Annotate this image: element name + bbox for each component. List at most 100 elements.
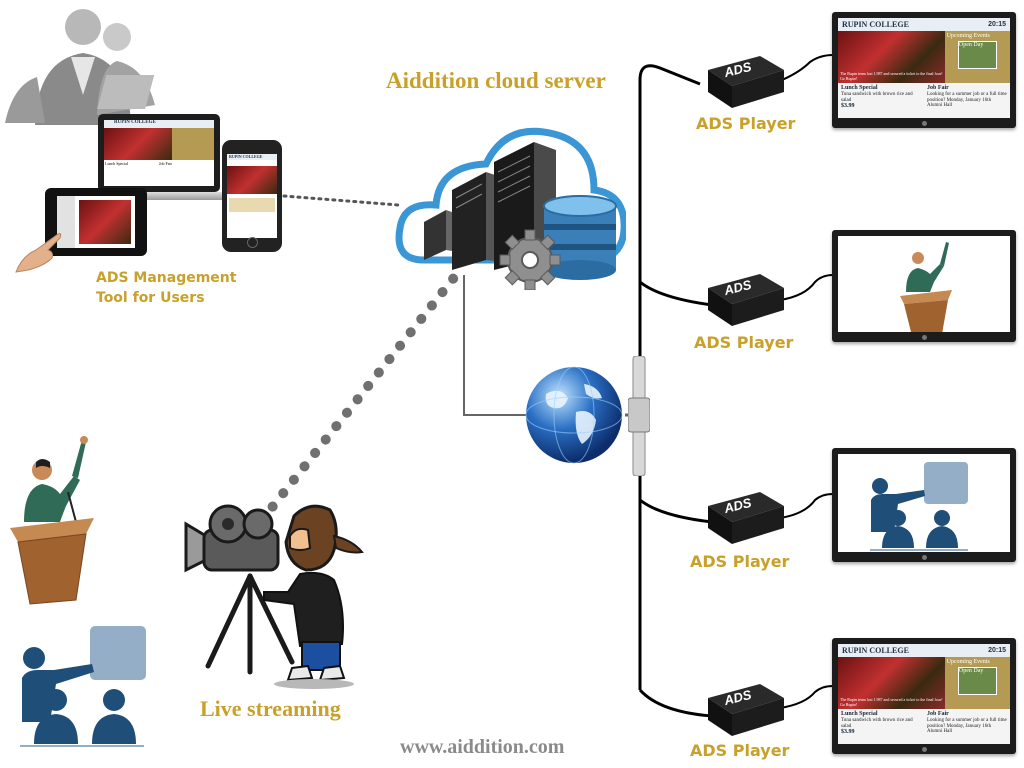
digital-signage-tv-3 <box>832 448 1016 562</box>
tablet-photo <box>79 200 131 244</box>
signage-team-photo: The Rupin team lost 1.987 and secured a … <box>838 31 945 83</box>
tv-screen: RUPIN COLLEGE 20:15 The Rupin team lost … <box>838 644 1010 744</box>
pointing-hand-icon <box>15 233 62 273</box>
signage-lunch-price: $3.99 <box>841 103 855 110</box>
video-camera-icon <box>184 504 280 573</box>
tv-power-led <box>922 747 927 752</box>
server-globe-cable <box>463 275 528 416</box>
signage-college-title: RUPIN COLLEGE <box>842 646 909 655</box>
branch-player-3 <box>639 498 713 524</box>
laptop-job-title: Job Fair <box>159 161 172 166</box>
tablet-device <box>45 188 147 256</box>
tv-screen <box>838 454 1010 552</box>
management-tool-label: ADS Management Tool for Users <box>96 268 236 308</box>
signage-job-title: Job Fair <box>927 85 949 91</box>
laptop-device: RUPIN COLLEGE Lunch Special Job Fair <box>98 114 220 192</box>
ads-player-device-icon <box>708 56 784 108</box>
smartphone-food-panel <box>229 198 275 212</box>
laptop-events-panel <box>172 128 214 160</box>
ads-player-box-2: ADS <box>704 270 786 328</box>
management-tool-label-line1: ADS Management <box>96 270 237 286</box>
signage-upcoming-title: Upcoming Events <box>946 659 990 665</box>
tablet-sidebar <box>57 196 75 248</box>
smartphone-college-title: RUPIN COLLEGE <box>227 154 277 160</box>
signage-content: RUPIN COLLEGE 20:15 The Rupin team lost … <box>838 18 1010 118</box>
branch-player-4 <box>638 688 713 718</box>
digital-signage-tv-4: RUPIN COLLEGE 20:15 The Rupin team lost … <box>832 638 1016 754</box>
cameraman-icon <box>184 504 364 689</box>
gear-icon <box>499 229 561 290</box>
internet-globe-icon <box>525 366 623 464</box>
laptop-photo <box>104 128 173 160</box>
ads-player-box-1: ADS <box>704 52 786 110</box>
devices-cloud-dotted-link <box>282 194 400 207</box>
ads-player-device-icon <box>708 274 784 326</box>
player-tv-cable-1 <box>781 54 834 81</box>
ads-player-device-icon <box>708 684 784 736</box>
signage-job-text: Looking for a summer job or a full time … <box>927 717 1007 735</box>
ads-player-label-1: ADS Player <box>696 114 796 133</box>
management-tool-label-line2: Tool for Users <box>96 290 205 306</box>
tv-power-led <box>922 335 927 340</box>
tv-screen: RUPIN COLLEGE 20:15 The Rupin team lost … <box>838 18 1010 118</box>
laptop-lunch-title: Lunch Special <box>105 161 128 166</box>
signage-photo-caption: The Rupin team lost 1.987 and secured a … <box>840 697 943 707</box>
laptop-college-title: RUPIN COLLEGE <box>104 120 214 128</box>
signage-lunch-title: Lunch Special <box>841 85 878 91</box>
classroom-presentation-icon <box>20 626 146 747</box>
live-streaming-label: Live streaming <box>200 696 341 721</box>
digital-signage-tv-1: RUPIN COLLEGE 20:15 The Rupin team lost … <box>832 12 1016 128</box>
signage-job-title: Job Fair <box>927 711 949 717</box>
tablet-screen <box>57 196 135 248</box>
signage-open-day-box: Open Day <box>957 41 997 70</box>
digital-signage-tv-2 <box>832 230 1016 342</box>
smartphone-screen: RUPIN COLLEGE <box>227 154 277 238</box>
database-icon <box>543 195 617 280</box>
ads-player-label-2: ADS Player <box>694 333 794 352</box>
signage-job-text: Looking for a summer job or a full time … <box>927 91 1007 109</box>
signage-lunch-price: $3.99 <box>841 729 855 736</box>
tv-power-led <box>922 555 927 560</box>
signage-upcoming-panel: Upcoming Events Open Day <box>944 31 1010 83</box>
signage-clock: 20:15 <box>988 647 1006 654</box>
ads-player-label-3: ADS Player <box>690 552 790 571</box>
business-people-icon <box>5 9 155 125</box>
tv-power-led <box>922 121 927 126</box>
presenter-at-podium-icon <box>900 242 952 332</box>
classroom-presentation-icon <box>870 462 968 551</box>
signage-team-photo: The Rupin team lost 1.987 and secured a … <box>838 657 945 709</box>
signage-upcoming-title: Upcoming Events <box>946 33 990 39</box>
backbone-top-curve <box>638 64 701 86</box>
player-tv-cable-3 <box>779 493 834 519</box>
signage-open-day: Open Day <box>958 42 984 48</box>
signage-content: RUPIN COLLEGE 20:15 The Rupin team lost … <box>838 644 1010 744</box>
presenter-at-podium-icon <box>10 436 94 605</box>
cloud-server-title: Aiddition cloud server <box>386 68 606 93</box>
ads-player-box-4: ADS <box>704 680 786 738</box>
signage-college-title: RUPIN COLLEGE <box>842 20 909 29</box>
network-hub-icon <box>628 356 650 476</box>
laptop-screen: RUPIN COLLEGE Lunch Special Job Fair <box>104 120 214 186</box>
signage-open-day: Open Day <box>958 668 984 674</box>
signage-clock: 20:15 <box>988 21 1006 28</box>
streaming-dotted-link <box>257 265 465 525</box>
signage-photo-caption: The Rupin team lost 1.987 and secured a … <box>840 71 943 81</box>
smartphone-device: RUPIN COLLEGE <box>222 140 282 252</box>
signage-open-day-box: Open Day <box>957 667 997 696</box>
cloud-server-icon <box>395 127 626 290</box>
camera-operator-icon <box>263 504 364 689</box>
player-tv-cable-4 <box>779 685 834 709</box>
tripod-icon <box>205 573 295 675</box>
signage-upcoming-panel: Upcoming Events Open Day <box>944 657 1010 709</box>
tv-screen <box>838 236 1010 332</box>
smartphone-home-button <box>247 237 258 248</box>
signage-lunch-text: Tuna sandwich with brown rice and salad <box>841 717 913 729</box>
ads-player-label-4: ADS Player <box>690 741 790 760</box>
website-footer-link[interactable]: www.aiddition.com <box>400 736 565 758</box>
smartphone-photo <box>227 166 277 194</box>
branch-player-2 <box>639 280 713 307</box>
signage-lunch-title: Lunch Special <box>841 711 878 717</box>
signage-lunch-text: Tuna sandwich with brown rice and salad <box>841 91 913 103</box>
ads-player-device-icon <box>708 492 784 544</box>
laptop-base <box>90 192 228 200</box>
